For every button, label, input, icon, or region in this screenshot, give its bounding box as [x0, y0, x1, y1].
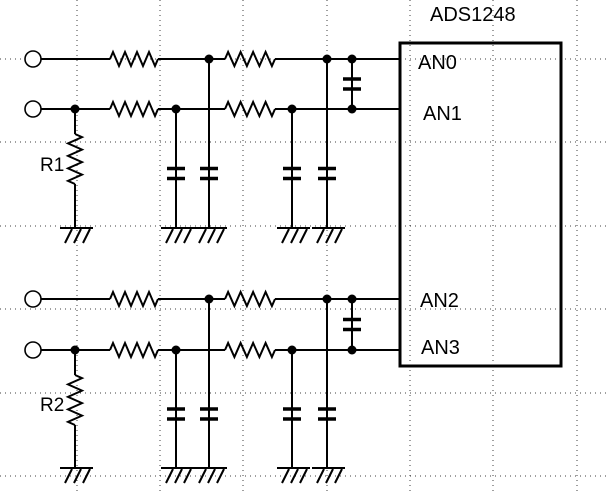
pin-label-an1: AN1 — [423, 103, 462, 125]
ground-hatch — [281, 228, 290, 244]
pin-label-an3: AN3 — [421, 337, 460, 359]
capacitor[interactable] — [318, 166, 336, 181]
ground-hatch — [316, 468, 325, 484]
ground-hatch — [207, 468, 216, 484]
circuit — [24, 49, 400, 484]
capacitor[interactable] — [343, 317, 361, 332]
ground-hatch — [73, 228, 82, 244]
shunt-resistor[interactable] — [65, 133, 85, 185]
ground-icon — [277, 467, 310, 484]
ground-icon — [60, 227, 93, 244]
resistor[interactable] — [109, 340, 159, 360]
capacitor[interactable] — [200, 166, 218, 181]
ground-hatch — [64, 468, 73, 484]
chip-body[interactable] — [398, 41, 563, 368]
ground-hatch — [290, 228, 299, 244]
ground-hatch — [198, 468, 207, 484]
ground-icon — [194, 227, 227, 244]
ground-hatch — [290, 468, 299, 484]
resistor[interactable] — [224, 99, 276, 119]
capacitor[interactable] — [343, 77, 361, 91]
adc-chip[interactable] — [398, 41, 563, 368]
input-terminal[interactable] — [24, 290, 42, 308]
capacitor[interactable] — [318, 407, 336, 421]
ground-hatch — [334, 228, 343, 244]
ground-icon — [161, 227, 194, 244]
channel-group-top — [24, 49, 400, 244]
capacitor[interactable] — [200, 407, 218, 421]
ground-hatch — [281, 468, 290, 484]
ground-hatch — [325, 228, 334, 244]
ground-hatch — [174, 468, 183, 484]
ground-icon — [194, 467, 227, 484]
resistor-label-r1: R1 — [40, 155, 64, 176]
ground-hatch — [64, 228, 73, 244]
ground-hatch — [198, 228, 207, 244]
ground-hatch — [73, 468, 82, 484]
ground-hatch — [316, 228, 325, 244]
ground-hatch — [207, 228, 216, 244]
ground-hatch — [165, 468, 174, 484]
ground-icon — [312, 467, 345, 484]
pin-label-an0: AN0 — [418, 52, 457, 74]
resistor[interactable] — [224, 49, 276, 69]
resistor[interactable] — [224, 289, 276, 309]
capacitor[interactable] — [283, 166, 301, 181]
capacitor[interactable] — [167, 166, 185, 181]
capacitor[interactable] — [283, 407, 301, 421]
chip-name-label: ADS1248 — [430, 4, 516, 26]
input-terminal[interactable] — [24, 50, 42, 68]
resistor[interactable] — [109, 49, 159, 69]
resistor-label-r2: R2 — [40, 395, 64, 416]
ground-hatch — [334, 468, 343, 484]
resistor[interactable] — [224, 340, 276, 360]
resistor[interactable] — [109, 99, 159, 119]
shunt-resistor[interactable] — [65, 374, 85, 426]
ground-hatch — [165, 228, 174, 244]
ground-hatch — [82, 468, 91, 484]
ground-hatch — [325, 468, 334, 484]
ground-hatch — [82, 228, 91, 244]
ground-hatch — [183, 468, 192, 484]
channel-group-bottom — [24, 289, 400, 484]
ground-hatch — [216, 468, 225, 484]
pin-label-an2: AN2 — [420, 290, 459, 312]
capacitor[interactable] — [167, 407, 185, 421]
ground-icon — [277, 227, 310, 244]
input-terminal[interactable] — [24, 100, 42, 118]
ground-hatch — [299, 468, 308, 484]
input-terminal[interactable] — [24, 341, 42, 359]
ground-icon — [312, 227, 345, 244]
ground-hatch — [183, 228, 192, 244]
ground-icon — [60, 467, 93, 484]
ground-hatch — [299, 228, 308, 244]
ground-icon — [161, 467, 194, 484]
ground-hatch — [216, 228, 225, 244]
resistor[interactable] — [109, 289, 159, 309]
ground-hatch — [174, 228, 183, 244]
